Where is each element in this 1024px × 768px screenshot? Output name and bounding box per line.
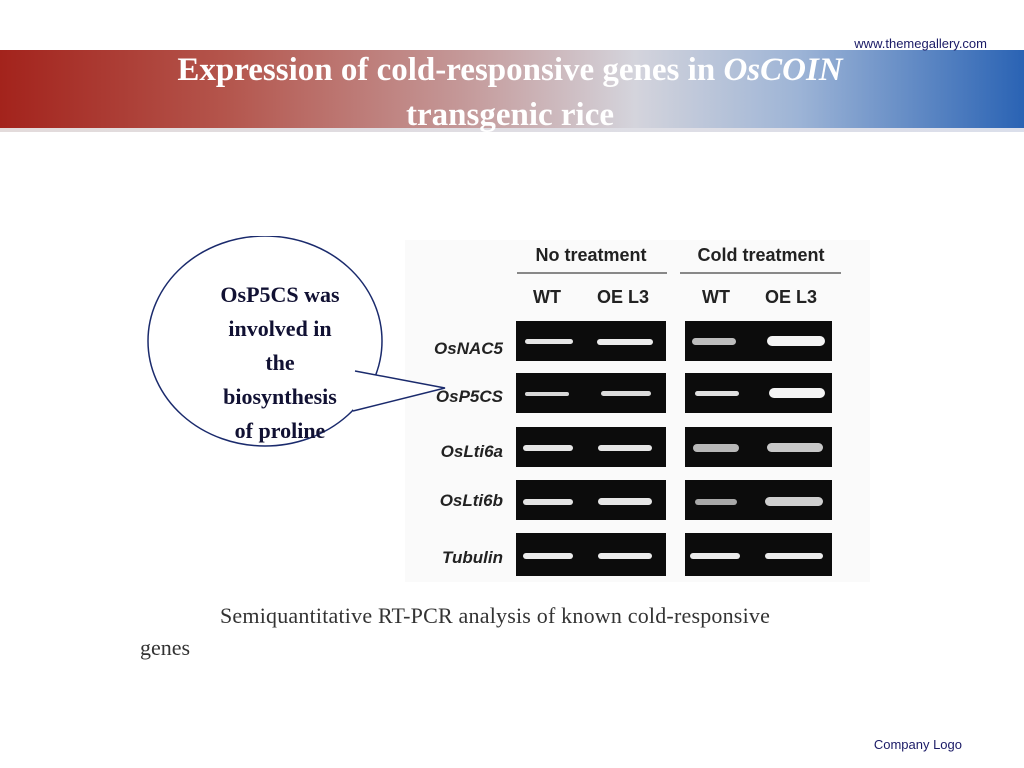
callout-text: OsP5CS was involved in the biosynthesis … (190, 278, 370, 448)
gel-band (525, 392, 569, 396)
lane-label-oe-l3-2: OE L3 (765, 287, 817, 307)
gene-label-osp5cs: OsP5CS (436, 387, 504, 406)
gel-band (767, 443, 823, 452)
callout-pointer-mask (351, 372, 357, 410)
header-band (0, 50, 1024, 132)
lane-label-oe-l3-1: OE L3 (597, 287, 649, 307)
gel-row-osnac5 (516, 321, 832, 361)
gene-label-oslti6b: OsLti6b (440, 491, 503, 510)
callout-line: of proline (234, 418, 326, 443)
group-header-cold-treatment: Cold treatment (697, 245, 824, 265)
company-logo: Company Logo (873, 737, 962, 752)
gel-band (769, 388, 825, 398)
lane-label-wt-1: WT (533, 287, 561, 307)
gel-band (598, 445, 652, 451)
callout-bubble-shape (147, 236, 383, 447)
group-header-no-treatment: No treatment (535, 245, 646, 265)
gel-band (523, 445, 573, 451)
callout-bubble[interactable] (145, 236, 465, 456)
gene-label-oslti6a: OsLti6a (441, 442, 503, 461)
gel-band (523, 553, 573, 559)
gel-figure: No treatment Cold treatment WT OE L3 WT … (434, 245, 841, 576)
gene-label-osnac5: OsNAC5 (434, 339, 504, 358)
lane-label-wt-2: WT (702, 287, 730, 307)
gel-band (765, 553, 823, 559)
gel-band (598, 498, 652, 505)
title-gene-name: OsCOIN (723, 52, 843, 88)
site-url[interactable]: www.themegallery.com (854, 36, 987, 51)
callout-line: biosynthesis (223, 384, 337, 409)
callout-pointer (352, 370, 446, 412)
gel-band (597, 339, 653, 345)
callout-line: OsP5CS was (220, 282, 340, 307)
figure-caption-line2: genes (140, 635, 191, 660)
gel-band (523, 499, 573, 505)
title-text-part2: transgenic rice (405, 97, 614, 133)
callout-line: involved in (228, 316, 332, 341)
gel-band (598, 553, 652, 559)
callout-line: the (265, 350, 295, 375)
gel-band (695, 499, 737, 505)
gel-band (692, 338, 736, 345)
figure-caption-line1: Semiquantitative RT-PCR analysis of know… (220, 603, 771, 628)
gel-row-tubulin (516, 533, 832, 576)
gel-band (765, 497, 823, 506)
gene-label-tubulin: Tubulin (442, 548, 503, 567)
gel-row-oslti6a (516, 427, 832, 467)
slide-title: Expression of cold-responsive genes in O… (60, 48, 960, 138)
gel-band (695, 391, 739, 396)
title-text-part1: Expression of cold-responsive genes in (177, 52, 724, 88)
gel-row-oslti6b (516, 480, 832, 520)
gel-band (601, 391, 651, 396)
gel-band (525, 339, 573, 344)
gel-row-osp5cs (516, 373, 832, 413)
gel-band (690, 553, 740, 559)
gel-band (693, 444, 739, 452)
gel-band (767, 336, 825, 346)
